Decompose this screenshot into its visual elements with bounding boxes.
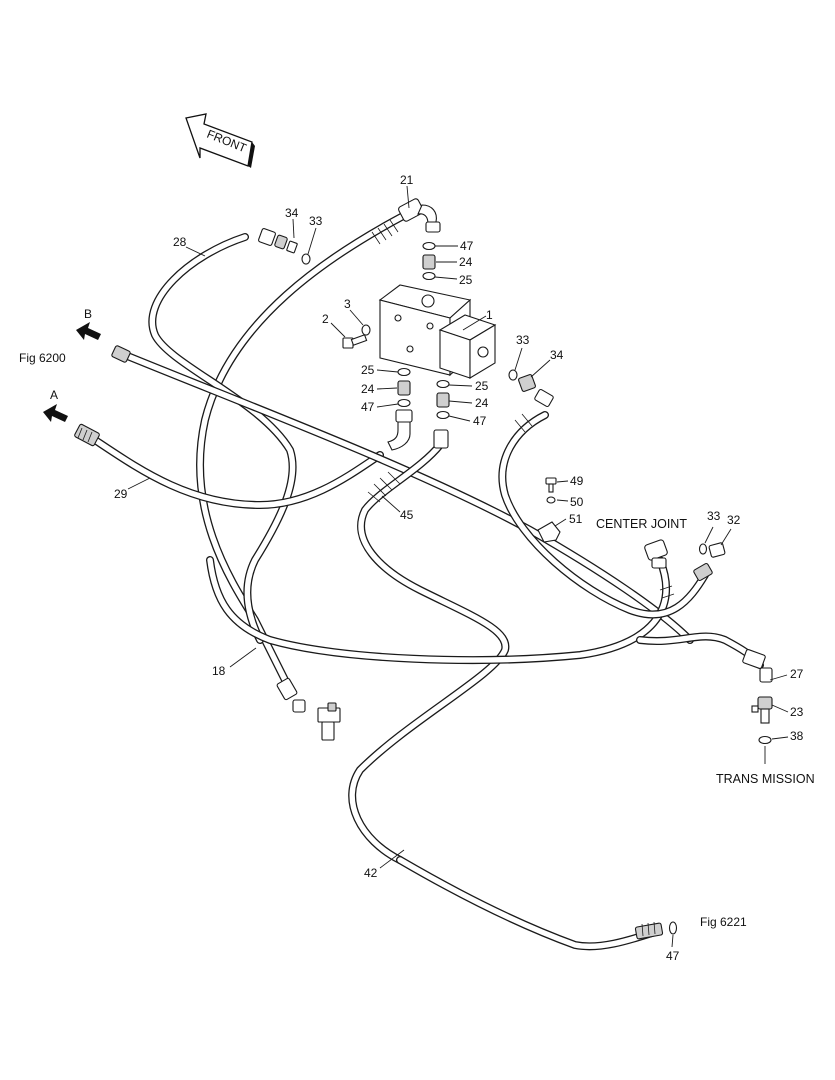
end-fitting-center-right (693, 562, 713, 582)
callout-47-bottom: 47 (666, 949, 680, 963)
o-ring-33-right (698, 543, 708, 555)
valve-block-1 (378, 284, 497, 379)
adapter-34-mid (518, 374, 536, 392)
o-ring-25-left (397, 367, 411, 377)
bolt-2 (342, 334, 368, 349)
callout-33-mid: 33 (516, 333, 530, 347)
adapter-24-top (422, 254, 436, 270)
callout-29: 29 (114, 487, 128, 501)
straight-fitting-right (433, 429, 449, 449)
trans-mission-label: TRANS MISSION (716, 772, 815, 786)
elbow-fitting-21 (398, 198, 441, 233)
callout-1: 1 (486, 308, 493, 322)
end-fitting-42 (634, 921, 664, 940)
callout-28: 28 (173, 235, 187, 249)
callout-38: 38 (790, 729, 804, 743)
callout-27: 27 (790, 667, 804, 681)
fig-6200-label: Fig 6200 (19, 351, 66, 365)
callout-47-top: 47 (460, 239, 474, 253)
adapter-24-left (397, 380, 411, 396)
callout-34-mid: 34 (550, 348, 564, 362)
callout-33-left: 33 (309, 214, 323, 228)
callout-24-right: 24 (475, 396, 489, 410)
bolt-49 (545, 477, 557, 493)
hose-wrap-right (514, 413, 675, 599)
plug-32 (708, 542, 726, 558)
callout-23: 23 (790, 705, 804, 719)
o-ring-25-top (422, 271, 436, 281)
callout-25-left: 25 (361, 363, 375, 377)
o-ring-47-top (422, 241, 436, 251)
elbow-fitting-mid (534, 388, 554, 408)
arrow-b-label: B (84, 307, 92, 321)
pipe-b (121, 351, 694, 644)
callout-25-right: 25 (475, 379, 489, 393)
hose-28 (148, 233, 297, 644)
o-ring-47-left (397, 398, 411, 408)
o-ring-33-left (301, 253, 311, 265)
adapter-24-right (436, 392, 450, 408)
hose-wrap-21 (371, 219, 399, 245)
hose-27 (636, 632, 764, 669)
adapter-23 (751, 696, 773, 724)
washer-50 (546, 496, 556, 504)
callout-24-left: 24 (361, 382, 375, 396)
center-joint-fitting (644, 539, 668, 569)
o-ring-25-right (436, 379, 450, 389)
callout-49: 49 (570, 474, 584, 488)
arrow-a-icon (43, 404, 68, 422)
callout-45: 45 (400, 508, 414, 522)
callout-50: 50 (570, 495, 584, 509)
center-joint-label: CENTER JOINT (596, 517, 687, 531)
callout-18: 18 (212, 664, 226, 678)
clamp-51 (537, 521, 561, 543)
callout-3: 3 (344, 297, 351, 311)
fitting-assembly-bottom (276, 677, 341, 741)
hose-45 (348, 441, 510, 864)
callout-47-left: 47 (361, 400, 375, 414)
callout-32: 32 (727, 513, 741, 527)
fitting-34-left (258, 228, 298, 254)
fitting-27 (742, 649, 773, 683)
o-ring-47-bottom (668, 921, 678, 935)
callout-2: 2 (322, 312, 329, 326)
hose-center-joint (206, 556, 671, 664)
callout-25-top: 25 (459, 273, 473, 287)
hose-wrap-45 (367, 471, 401, 503)
callout-47-right: 47 (473, 414, 487, 428)
leader-lines (127, 185, 789, 948)
washer-3 (361, 324, 371, 336)
callout-34-left: 34 (285, 206, 299, 220)
o-ring-38 (758, 735, 772, 745)
arrow-a-label: A (50, 388, 58, 402)
callout-numbers: 21 34 33 28 47 24 25 1 3 2 25 24 47 25 2… (114, 173, 804, 963)
o-ring-47-right (436, 410, 450, 420)
elbow-fitting-left (387, 409, 413, 451)
pipe-42 (396, 856, 659, 951)
arrow-b-icon (76, 322, 101, 340)
callout-21: 21 (400, 173, 414, 187)
front-arrow-icon: FRONT (185, 113, 255, 168)
callout-42: 42 (364, 866, 378, 880)
callout-24-top: 24 (459, 255, 473, 269)
hose-right-34 (498, 411, 709, 619)
hose-29 (91, 436, 384, 509)
callout-33-right: 33 (707, 509, 721, 523)
end-fitting-b (111, 345, 131, 363)
callout-51: 51 (569, 512, 583, 526)
end-fitting-a (74, 423, 100, 447)
o-ring-33-mid (508, 369, 518, 381)
fig-6221-label: Fig 6221 (700, 915, 747, 929)
